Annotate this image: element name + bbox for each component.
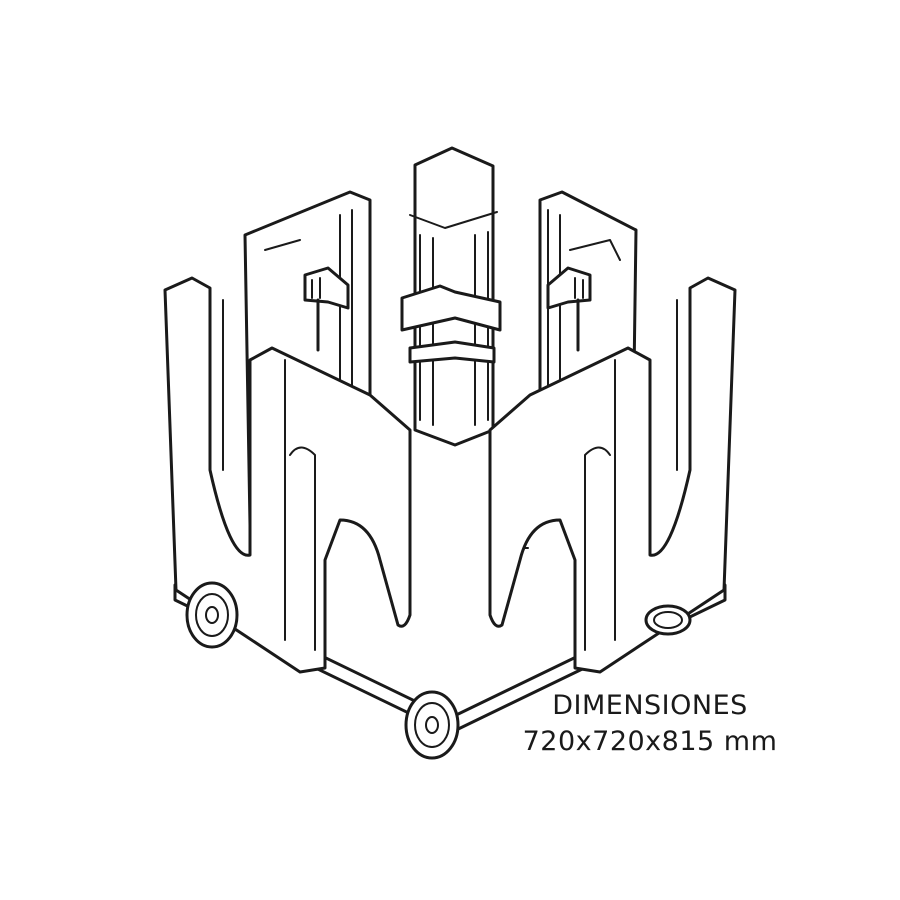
caster-front-wheel [404, 690, 460, 760]
front-left-wall [163, 276, 412, 674]
dimensions-value: 720x720x815 mm [522, 726, 778, 757]
right-bracket [546, 266, 592, 352]
dimensions-label: DIMENSIONES 720x720x815 mm [500, 688, 800, 760]
central-post [400, 146, 502, 447]
caster-right-wheel [644, 604, 692, 636]
front-right-wall [488, 276, 737, 674]
left-bracket [303, 266, 350, 352]
caster-left-wheel [185, 581, 239, 649]
dimensions-title: DIMENSIONES [552, 690, 748, 721]
